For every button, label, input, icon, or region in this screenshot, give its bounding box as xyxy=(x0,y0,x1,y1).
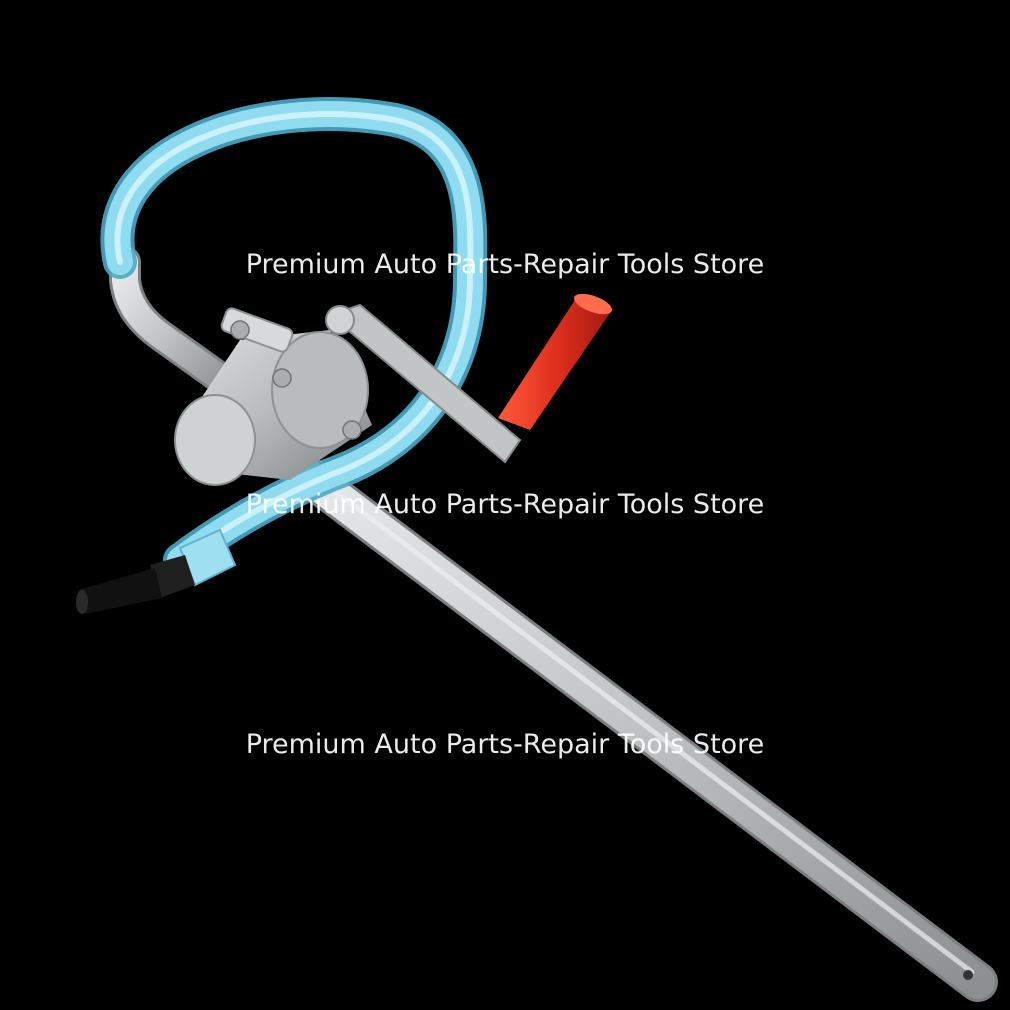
outlet-pipe xyxy=(109,246,246,401)
red-handle-grip xyxy=(498,293,612,430)
hose-end-nozzle xyxy=(76,528,237,614)
watermark-text-bottom: Premium Auto Parts-Repair Tools Store xyxy=(245,729,765,760)
watermark-text-top: Premium Auto Parts-Repair Tools Store xyxy=(245,249,765,280)
transparent-hose xyxy=(100,97,488,577)
suction-tube xyxy=(280,450,998,1002)
watermark-text-middle: Premium Auto Parts-Repair Tools Store xyxy=(245,489,765,520)
pump-body xyxy=(174,307,372,486)
crank-arm xyxy=(325,303,522,464)
